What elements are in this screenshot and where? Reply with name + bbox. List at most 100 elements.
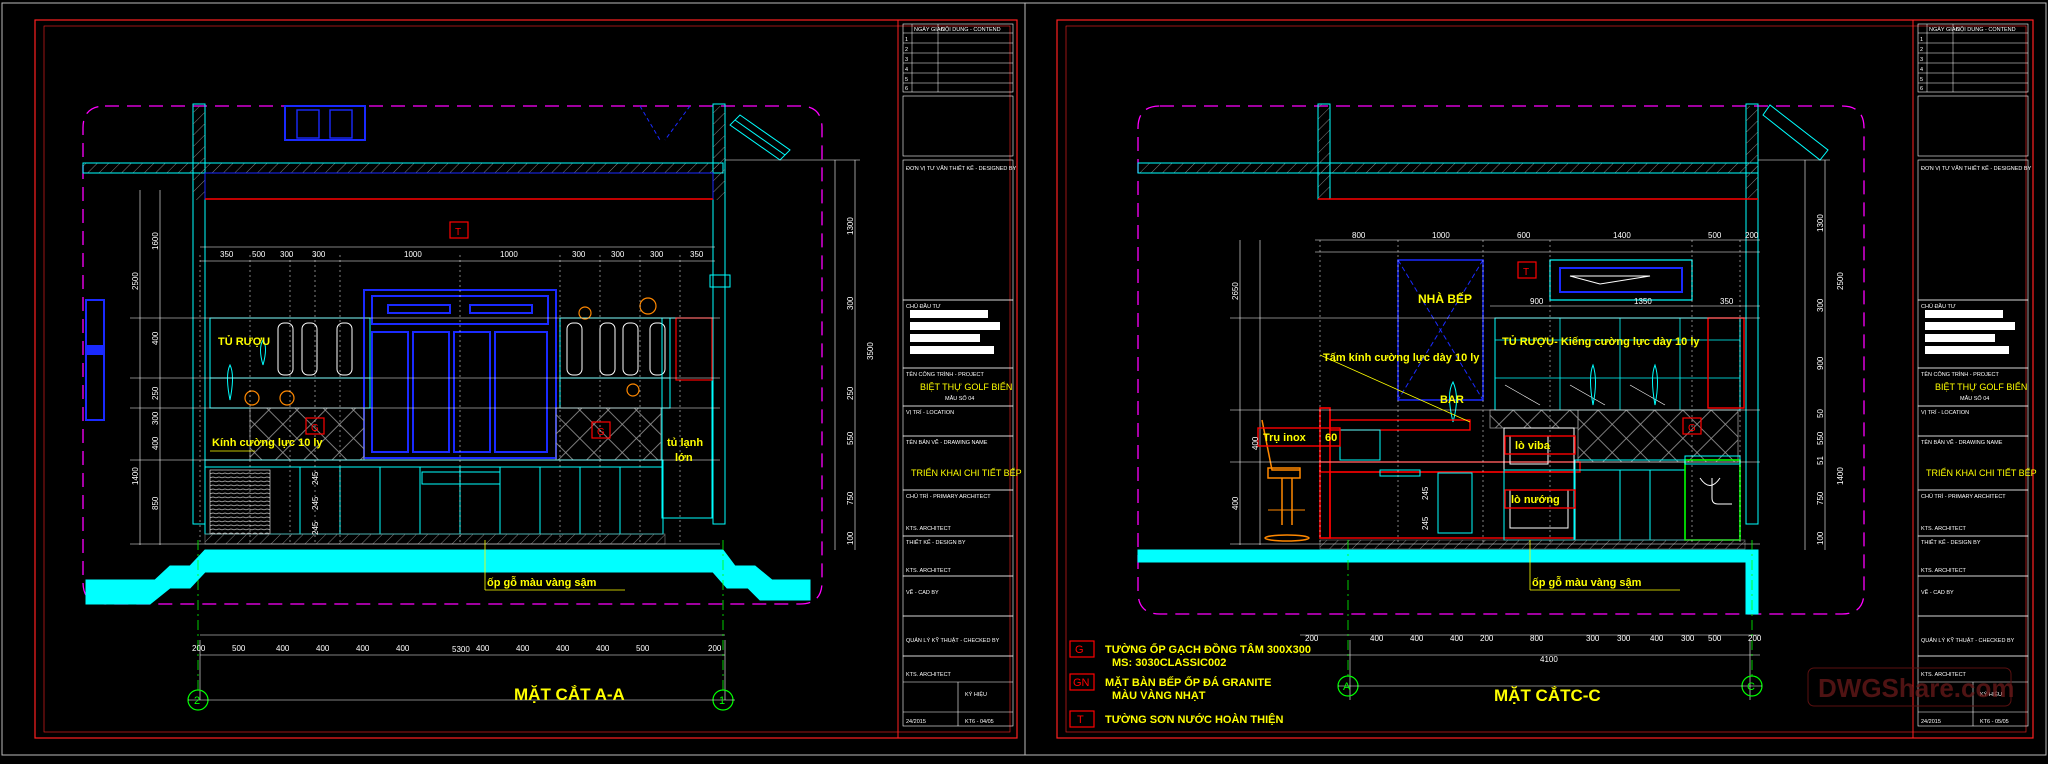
- dim-right: 100: [846, 531, 855, 545]
- tb-chief: CHỦ TRÌ - PRIMARY ARCHITECT: [1921, 493, 2006, 500]
- left-total-dim: 5300: [452, 645, 470, 654]
- right-bottom-dims: 200 400 400 400 200 800 300 300 400 300 …: [1305, 634, 1762, 643]
- left-sheet: [34, 19, 1018, 739]
- tb-design: THIẾT KẾ - DESIGN BY: [1921, 539, 1981, 546]
- tb-cad: VẼ - CAD BY: [906, 589, 939, 596]
- label-op-go-right: ốp gỗ màu vàng sậm: [1532, 576, 1642, 589]
- label-tam-kinh: Tấm kính cường lực dày 10 ly: [1323, 352, 1480, 364]
- dim-bottom: 500: [1708, 634, 1722, 643]
- tb-project-name: BIỆT THỰ GOLF BIỂN: [1935, 381, 2027, 392]
- tag-t-left: T: [455, 227, 461, 238]
- dim-bottom: 400: [516, 644, 530, 653]
- legend-box-g: [1069, 640, 1095, 658]
- dim-top: 500: [252, 250, 266, 259]
- tb-architect-3: KTS. ARCHITECT: [1921, 672, 1967, 678]
- title-block-left: [897, 19, 1018, 739]
- tb-header-content: NỘI DUNG - CONTEND: [1956, 26, 2016, 33]
- dim-left: 1600: [151, 232, 160, 250]
- dim-top: 1400: [1613, 231, 1631, 240]
- dim-bottom: 400: [1650, 634, 1664, 643]
- tag-g1-left: G: [311, 423, 319, 434]
- dim-right: 250: [846, 386, 855, 400]
- tb-row: 3: [1920, 57, 1923, 63]
- dim-bottom: 400: [276, 644, 290, 653]
- right-sheet: [1056, 19, 2034, 739]
- left-viewport-frame: [82, 105, 823, 605]
- tb-row: 1: [905, 37, 908, 43]
- tb-project-label: TÊN CÔNG TRÌNH - PROJECT: [906, 370, 984, 378]
- dim-top: 600: [1517, 231, 1531, 240]
- dim-left: 250: [151, 386, 160, 400]
- dim-top: 1000: [404, 250, 422, 259]
- dim-right: 300: [846, 296, 855, 310]
- label-lo-viba: lò viba: [1515, 440, 1551, 452]
- watermark-logo: DWGShare.com: [1818, 673, 2015, 703]
- left-section-title: MẶT CẮT A-A: [514, 685, 625, 704]
- dim-right: 550: [846, 431, 855, 445]
- dim-left: 1400: [131, 467, 140, 485]
- tb-header-date: NGÀY GIAO: [1929, 26, 1960, 33]
- dim-right: 1300: [846, 217, 855, 235]
- dim-left: 2500: [131, 272, 140, 290]
- dim-bottom: 400: [316, 644, 330, 653]
- left-left-dims: 1600 2500 400 250 300 400 850 1400: [131, 232, 160, 510]
- dim-inner: 245: [311, 496, 320, 510]
- dim-bottom: 400: [1410, 634, 1424, 643]
- legend-tag: G: [1075, 644, 1084, 656]
- legend-line2: MÀU VÀNG NHẠT: [1112, 689, 1206, 702]
- dim-inner: 245: [311, 471, 320, 485]
- tb-row: 4: [905, 67, 908, 73]
- tb-date: 24/2015: [1921, 719, 1941, 725]
- dim-top: 1000: [1432, 231, 1450, 240]
- dim-right: 51: [1816, 456, 1825, 465]
- dim-bottom: 400: [556, 644, 570, 653]
- label-tru-inox: Trụ inox: [1263, 432, 1307, 444]
- tb-row: 5: [905, 77, 908, 83]
- legend-line1: MẶT BÀN BẾP ỐP ĐÁ GRANITE: [1105, 675, 1271, 689]
- tb-project-label: TÊN CÔNG TRÌNH - PROJECT: [1921, 370, 1999, 378]
- dim-right: 1400: [1836, 467, 1845, 485]
- dim-left: 400: [1251, 436, 1260, 450]
- dim-right: 3500: [866, 342, 875, 360]
- dim-top2: 1350: [1634, 297, 1652, 306]
- dim-left: 400: [151, 436, 160, 450]
- right-total-dim: 4100: [1540, 655, 1558, 664]
- dim-bottom: 400: [1370, 634, 1384, 643]
- dim-left: 400: [151, 331, 160, 345]
- title-block-right: [1912, 19, 2034, 739]
- watermark-frame: [1807, 667, 2012, 707]
- dim-top: 300: [650, 250, 664, 259]
- dim-bottom: 400: [476, 644, 490, 653]
- right-sheet-border: [1056, 19, 2034, 739]
- tb-drawing-name: TRIỂN KHAI CHI TIẾT BẾP: [911, 467, 1022, 478]
- dim-top: 500: [1708, 231, 1722, 240]
- dim-bottom: 200: [708, 644, 722, 653]
- label-tu-lanh-1: tủ lạnh: [667, 437, 703, 449]
- dim-bottom: 200: [192, 644, 206, 653]
- dim-left: 300: [151, 411, 160, 425]
- right-inner-dims: 245 245: [1421, 486, 1430, 530]
- material-legend: G TƯỜNG ỐP GẠCH ĐỒNG TÂM 300X300 MS: 303…: [1073, 642, 1311, 726]
- tb-architect-2: KTS. ARCHITECT: [906, 568, 952, 574]
- title-block-left-text: NGÀY GIAO NỘI DUNG - CONTEND 1 2 3 4 5 6…: [905, 26, 1022, 725]
- right-top-dims-2: 900 1350 350: [1530, 297, 1734, 306]
- label-lo-nuong: lò nướng: [1511, 494, 1560, 506]
- dim-top: 800: [1352, 231, 1366, 240]
- legend-box-gn: [1069, 673, 1095, 691]
- right-left-dims: 2650 400 400: [1231, 282, 1260, 510]
- tb-row: 6: [905, 86, 908, 92]
- tb-architect-3: KTS. ARCHITECT: [906, 672, 952, 678]
- tb-manager: QUẢN LÝ KỸ THUẬT - CHECKED BY: [1921, 637, 2015, 644]
- tb-location: VỊ TRÍ - LOCATION: [906, 409, 954, 416]
- legend-line1: TƯỜNG SƠN NƯỚC HOÀN THIỆN: [1105, 713, 1283, 726]
- dim-left: 400: [1231, 496, 1240, 510]
- dim-right: 100: [1816, 531, 1825, 545]
- tb-row: 3: [905, 57, 908, 63]
- dim-bottom: 400: [596, 644, 610, 653]
- dim-right: 750: [1816, 491, 1825, 505]
- dim-top: 300: [312, 250, 326, 259]
- dim-bottom: 400: [1450, 634, 1464, 643]
- dim-right: 900: [1816, 356, 1825, 370]
- tb-project-sub: MẪU SỐ 04: [945, 395, 974, 402]
